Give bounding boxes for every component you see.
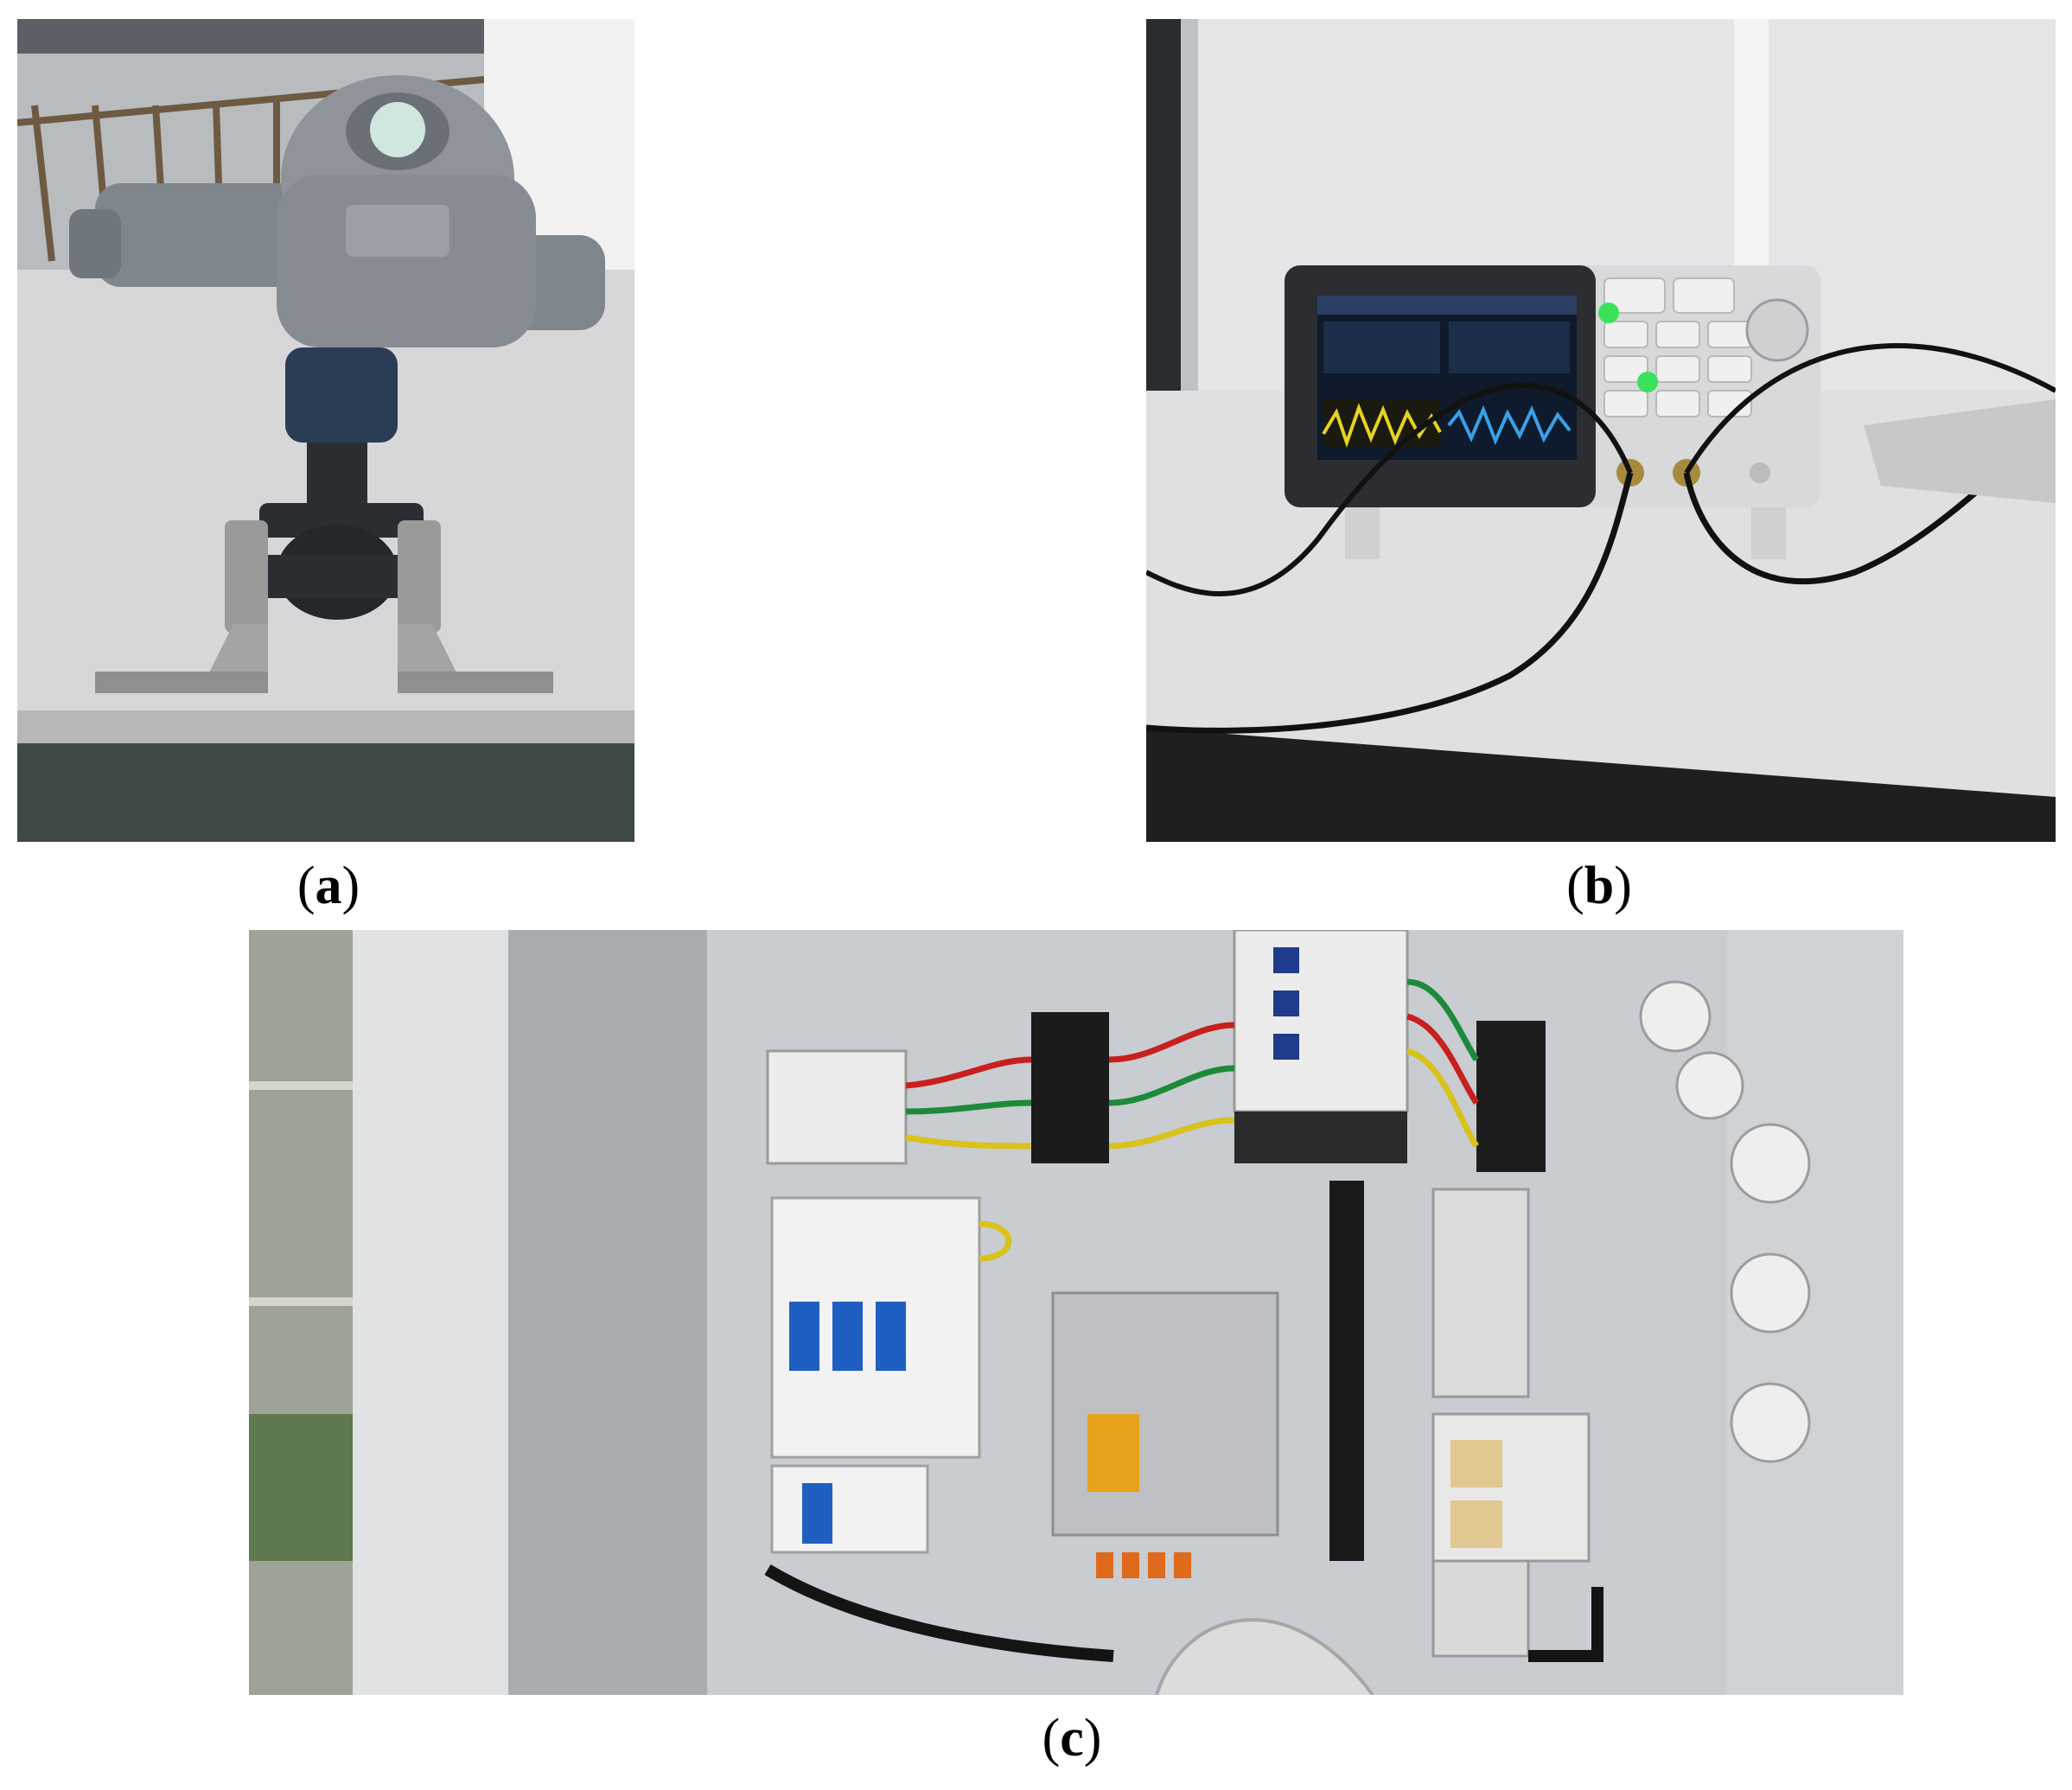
actuator-valve-photo xyxy=(17,19,634,842)
control-cabinet-photo xyxy=(249,930,1903,1695)
photo-panel-b xyxy=(1146,19,2056,842)
photo-panel-a xyxy=(17,19,634,842)
caption-b: (b) xyxy=(1566,857,1632,915)
signal-generator-photo xyxy=(1146,19,2056,842)
caption-a: (a) xyxy=(296,857,360,915)
caption-c: (c) xyxy=(1042,1709,1102,1768)
photo-panel-c xyxy=(249,930,1903,1695)
